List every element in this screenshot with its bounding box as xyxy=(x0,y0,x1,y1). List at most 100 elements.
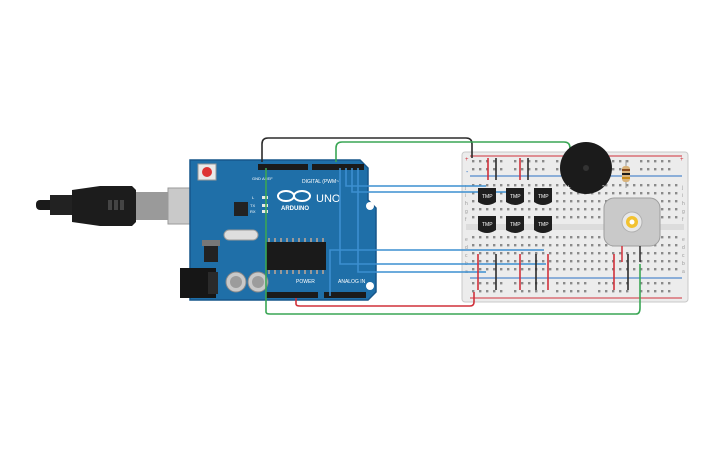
breadboard-hole[interactable] xyxy=(619,160,622,163)
breadboard-hole[interactable] xyxy=(528,290,531,293)
breadboard-hole[interactable] xyxy=(500,252,503,255)
breadboard-hole[interactable] xyxy=(535,252,538,255)
breadboard-hole[interactable] xyxy=(500,200,503,203)
breadboard-hole[interactable] xyxy=(619,184,622,187)
breadboard-hole[interactable] xyxy=(514,252,517,255)
breadboard-hole[interactable] xyxy=(612,192,615,195)
breadboard-hole[interactable] xyxy=(514,208,517,211)
breadboard-hole[interactable] xyxy=(493,168,496,171)
breadboard-hole[interactable] xyxy=(675,184,678,187)
tmp-sensor-1[interactable]: TMP xyxy=(478,188,496,205)
breadboard-hole[interactable] xyxy=(542,252,545,255)
breadboard-hole[interactable] xyxy=(479,236,482,239)
breadboard-hole[interactable] xyxy=(500,216,503,219)
breadboard-hole[interactable] xyxy=(647,290,650,293)
wires[interactable] xyxy=(261,137,641,315)
breadboard-hole[interactable] xyxy=(570,282,573,285)
breadboard-hole[interactable] xyxy=(605,290,608,293)
breadboard-hole[interactable] xyxy=(542,290,545,293)
breadboard-hole[interactable] xyxy=(500,192,503,195)
breadboard-hole[interactable] xyxy=(521,252,524,255)
breadboard-hole[interactable] xyxy=(556,184,559,187)
breadboard-hole[interactable] xyxy=(472,192,475,195)
breadboard-hole[interactable] xyxy=(528,184,531,187)
breadboard-hole[interactable] xyxy=(647,160,650,163)
breadboard-hole[interactable] xyxy=(626,184,629,187)
breadboard-hole[interactable] xyxy=(493,208,496,211)
breadboard-hole[interactable] xyxy=(661,260,664,263)
breadboard-hole[interactable] xyxy=(640,184,643,187)
breadboard-hole[interactable] xyxy=(507,260,510,263)
breadboard-hole[interactable] xyxy=(598,268,601,271)
breadboard-hole[interactable] xyxy=(479,290,482,293)
breadboard-hole[interactable] xyxy=(605,244,608,247)
breadboard-hole[interactable] xyxy=(563,260,566,263)
breadboard-hole[interactable] xyxy=(647,192,650,195)
breadboard-hole[interactable] xyxy=(584,200,587,203)
breadboard-hole[interactable] xyxy=(563,282,566,285)
breadboard-hole[interactable] xyxy=(577,244,580,247)
breadboard-hole[interactable] xyxy=(619,290,622,293)
green-wire-motor[interactable] xyxy=(265,168,641,315)
breadboard-hole[interactable] xyxy=(486,244,489,247)
breadboard-hole[interactable] xyxy=(591,208,594,211)
breadboard-hole[interactable] xyxy=(633,252,636,255)
breadboard-hole[interactable] xyxy=(591,268,594,271)
breadboard-hole[interactable] xyxy=(675,244,678,247)
breadboard-hole[interactable] xyxy=(668,268,671,271)
breadboard-hole[interactable] xyxy=(605,192,608,195)
breadboard-hole[interactable] xyxy=(521,236,524,239)
breadboard-hole[interactable] xyxy=(507,208,510,211)
breadboard-hole[interactable] xyxy=(521,244,524,247)
breadboard-hole[interactable] xyxy=(633,260,636,263)
breadboard-hole[interactable] xyxy=(549,268,552,271)
breadboard-hole[interactable] xyxy=(486,184,489,187)
breadboard-hole[interactable] xyxy=(514,268,517,271)
breadboard-hole[interactable] xyxy=(626,290,629,293)
breadboard-hole[interactable] xyxy=(668,200,671,203)
breadboard-hole[interactable] xyxy=(528,236,531,239)
breadboard-hole[interactable] xyxy=(556,268,559,271)
breadboard-hole[interactable] xyxy=(605,252,608,255)
breadboard-hole[interactable] xyxy=(584,260,587,263)
breadboard-hole[interactable] xyxy=(661,160,664,163)
breadboard-hole[interactable] xyxy=(542,236,545,239)
breadboard-hole[interactable] xyxy=(619,192,622,195)
breadboard-hole[interactable] xyxy=(521,160,524,163)
breadboard-hole[interactable] xyxy=(584,244,587,247)
breadboard-hole[interactable] xyxy=(612,184,615,187)
breadboard-hole[interactable] xyxy=(563,244,566,247)
breadboard-hole[interactable] xyxy=(535,236,538,239)
breadboard-hole[interactable] xyxy=(661,208,664,211)
resistor-icon[interactable] xyxy=(622,160,630,188)
breadboard-hole[interactable] xyxy=(661,244,664,247)
breadboard-hole[interactable] xyxy=(612,160,615,163)
breadboard-hole[interactable] xyxy=(668,290,671,293)
breadboard-hole[interactable] xyxy=(493,290,496,293)
breadboard-hole[interactable] xyxy=(514,160,517,163)
breadboard-hole[interactable] xyxy=(570,216,573,219)
breadboard-hole[interactable] xyxy=(661,290,664,293)
breadboard-hole[interactable] xyxy=(556,208,559,211)
breadboard-hole[interactable] xyxy=(500,244,503,247)
breadboard-hole[interactable] xyxy=(570,244,573,247)
breadboard-hole[interactable] xyxy=(619,260,622,263)
breadboard-hole[interactable] xyxy=(486,260,489,263)
breadboard-hole[interactable] xyxy=(598,236,601,239)
breadboard-hole[interactable] xyxy=(577,260,580,263)
breadboard-hole[interactable] xyxy=(542,168,545,171)
breadboard-hole[interactable] xyxy=(640,260,643,263)
breadboard-hole[interactable] xyxy=(605,268,608,271)
breadboard-hole[interactable] xyxy=(591,260,594,263)
breadboard-hole[interactable] xyxy=(528,216,531,219)
breadboard-hole[interactable] xyxy=(668,282,671,285)
breadboard-hole[interactable] xyxy=(668,260,671,263)
breadboard-hole[interactable] xyxy=(584,208,587,211)
breadboard-hole[interactable] xyxy=(668,252,671,255)
breadboard-hole[interactable] xyxy=(661,184,664,187)
breadboard-hole[interactable] xyxy=(563,200,566,203)
breadboard-hole[interactable] xyxy=(472,216,475,219)
breadboard-hole[interactable] xyxy=(535,168,538,171)
breadboard-hole[interactable] xyxy=(556,160,559,163)
breadboard-hole[interactable] xyxy=(584,236,587,239)
